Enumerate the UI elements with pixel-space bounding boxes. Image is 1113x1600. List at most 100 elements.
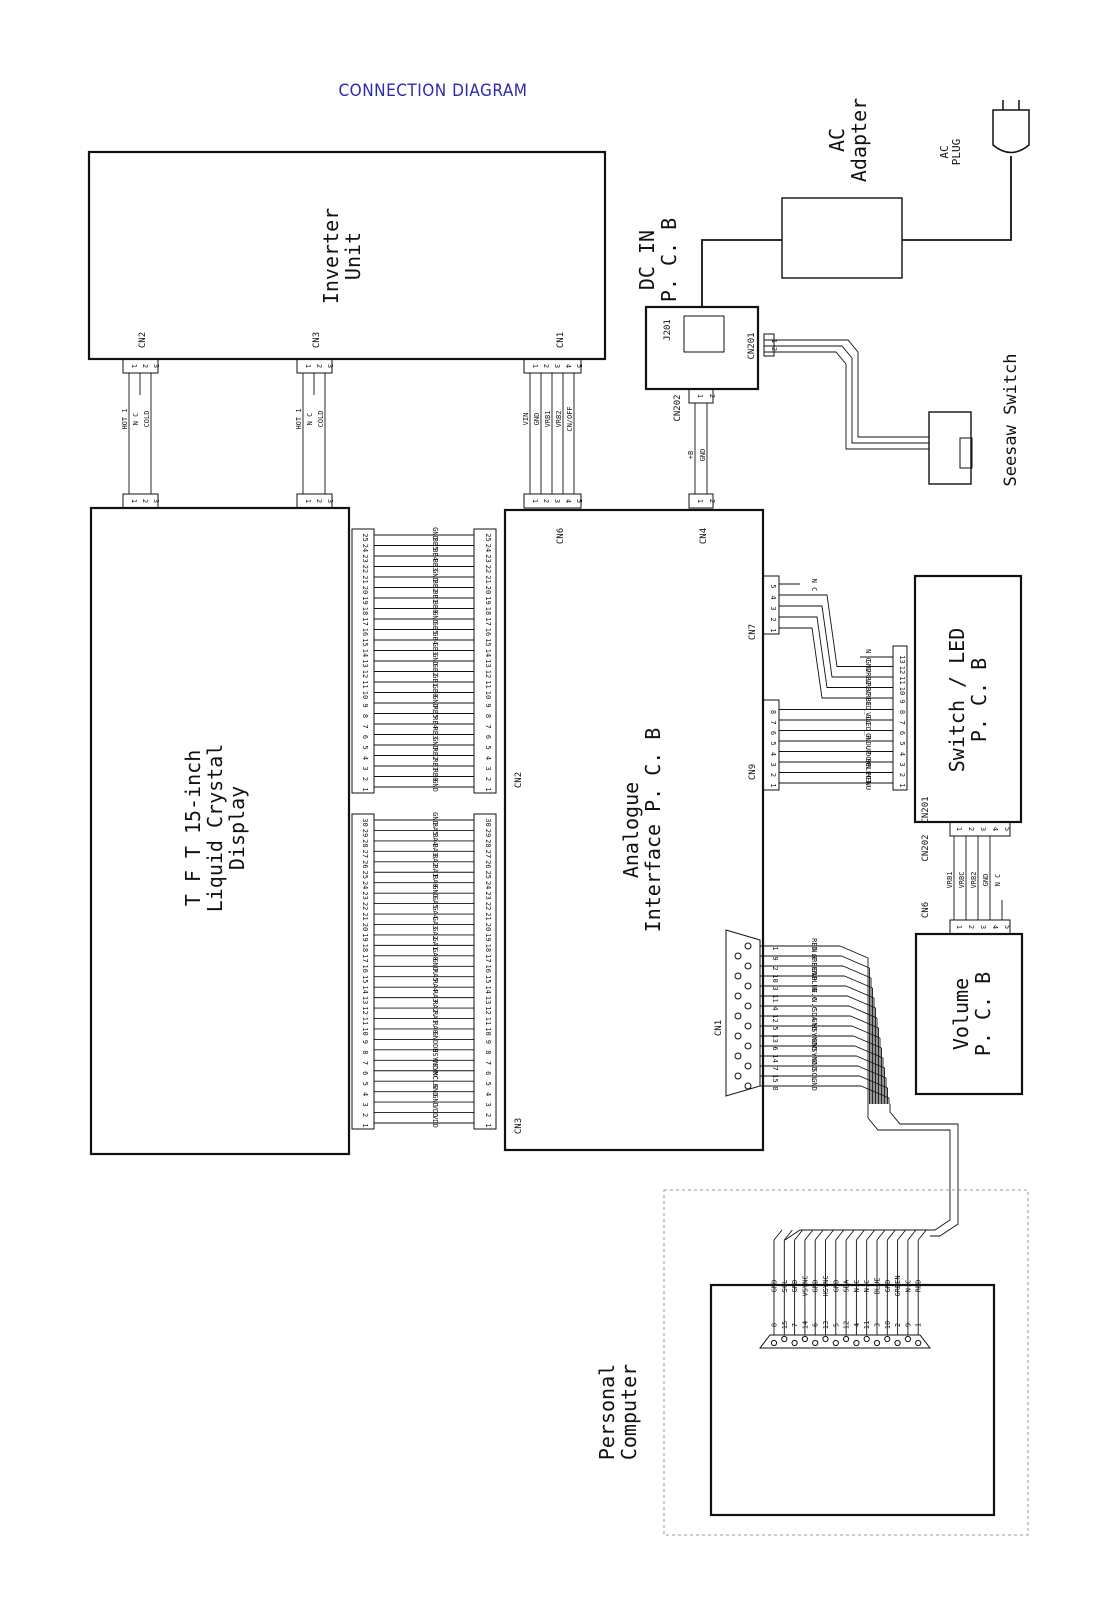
lcd-cn2-signal: GB0 — [431, 685, 439, 698]
sw-pin-number: 12 — [898, 666, 906, 674]
ai-dsub-pin-number: 2 — [771, 966, 779, 970]
pc-dsub-pin-signal: GND — [884, 1280, 892, 1293]
lcd-cn3-signal: VSYNC — [431, 1059, 439, 1080]
sw-pin-number: 5 — [898, 741, 906, 745]
lcd-cn2-pin-ai: 21 — [484, 575, 492, 583]
pc-dsub-wire — [825, 1229, 834, 1241]
ai-dsub-pin-hole — [734, 1012, 742, 1020]
lcd-cn2-pin-lcd: 1 — [361, 787, 369, 791]
pc-dsub-pin-hole — [915, 1339, 922, 1347]
lcd-cn3-pin-lcd: 23 — [361, 891, 369, 899]
lcd-cn2-pin-ai: 3 — [484, 766, 492, 770]
lcd-cn2-pin-lcd: 11 — [361, 680, 369, 688]
sw-vol-pin-top: 4 — [991, 827, 999, 831]
pc-dsub-pin-signal: N.C — [904, 1280, 912, 1293]
lcd-label-1: T F T 15-inch — [181, 750, 205, 907]
pc-dsub-pin-number: 12 — [843, 1321, 851, 1329]
lcd-cn3-pin-ai: 14 — [484, 985, 492, 993]
sw-vol-pin-top: 5 — [1003, 827, 1011, 831]
ai-dsub-pin-signal: N.C — [810, 988, 818, 1001]
ai-dsub-wire — [853, 1035, 882, 1049]
lcd-cn3-pin-lcd: 5 — [361, 1082, 369, 1086]
inv-cn3-pin-top: 1 — [304, 364, 312, 368]
lcd-cn3-pin-lcd: 8 — [361, 1050, 369, 1054]
ai-cn9-label: CN9 — [748, 764, 758, 780]
lcd-cn2-pin-lcd: 12 — [361, 670, 369, 678]
lcd-cn3-pin-ai: 16 — [484, 965, 492, 973]
lcd-cn3-signal: GA3 — [431, 917, 439, 930]
pc-label-2: Computer — [617, 1364, 641, 1460]
lcd-cn3-pin-lcd: 18 — [361, 944, 369, 952]
dc-cn201-pin: 1 — [770, 339, 778, 343]
cn9-pin: 1 — [769, 783, 777, 787]
sw-pin-number: 2 — [898, 773, 906, 777]
analogue-label-1: Analogue — [619, 782, 643, 878]
lcd-cn3-pin-lcd: 2 — [361, 1113, 369, 1117]
lcd-cn2-pin-lcd: 18 — [361, 607, 369, 615]
pc-dsub-wire — [897, 1229, 906, 1241]
sw-pin-signal: LED_G — [864, 697, 872, 718]
inv-cn2-plug-bottom — [122, 493, 159, 509]
sw-pin-number: 3 — [898, 762, 906, 766]
inv-cn2-plug-top — [122, 358, 159, 374]
lcd-cn3-signal: GA4 — [431, 906, 439, 919]
sw-pin-signal: DOWN — [864, 752, 872, 769]
lcd-cn3-pin-lcd: 29 — [361, 829, 369, 837]
inv-cn1-signal: GND — [533, 413, 541, 426]
cn9-pin: 4 — [769, 752, 777, 756]
ai-dsub-pin-hole — [734, 1052, 742, 1060]
pc-dsub-pin-number: 3 — [874, 1323, 882, 1327]
inv-cn3-plug-bottom — [296, 493, 333, 509]
lcd-cn3-pin-lcd: 22 — [361, 902, 369, 910]
cn9-pin: 5 — [769, 741, 777, 745]
inv-cn2-signal: HOT 1 — [121, 408, 129, 429]
ai-dsub-pin-signal: GND — [810, 968, 818, 981]
pc-dsub-pin-number: 1 — [915, 1323, 923, 1327]
lcd-cn2-pin-lcd: 24 — [361, 544, 369, 552]
pc-dsub-pin-number: 7 — [791, 1323, 799, 1327]
ai-dsub-pin-hole — [744, 1062, 752, 1070]
lcd-cn2-pin-ai: 15 — [484, 638, 492, 646]
lcd-cn3-pin-ai: 25 — [484, 871, 492, 879]
inv-cn1-plug-bottom — [523, 493, 582, 509]
seesaw-switch-icon — [928, 411, 972, 485]
lcd-cn3-signal: MCLK — [431, 1071, 439, 1089]
dcin-jack — [683, 315, 725, 353]
ai-dsub-pin-hole — [734, 952, 742, 960]
sw-pin-number: 13 — [898, 655, 906, 663]
vol-cn6-plug — [949, 919, 1011, 935]
sw-cn202-label: CN202 — [921, 834, 931, 861]
inv-cn1-pin-bottom: 3 — [553, 499, 561, 503]
volume-label-1: Volume — [949, 978, 973, 1050]
cn9-pin: 2 — [769, 773, 777, 777]
ai-dsub-pin-hole — [744, 942, 752, 950]
inv-cn3-pin-bottom: 3 — [326, 499, 334, 503]
lcd-cn3-pin-lcd: 11 — [361, 1017, 369, 1025]
lcd-cn3-pin-ai: 7 — [484, 1061, 492, 1065]
ai-dsub-pin-hole — [744, 1042, 752, 1050]
analogue-interface-box — [503, 508, 765, 1152]
ai-dsub-pin-signal: RED — [810, 938, 818, 951]
ai-dsub-pin-hole — [734, 1032, 742, 1040]
diagram-title: CONNECTION DIAGRAM — [338, 81, 527, 101]
ai-dsub-wire — [850, 1015, 879, 1029]
ac-plug-icon — [992, 109, 1030, 154]
cn7-nc-label: N C — [810, 579, 818, 592]
inv-cn1-pin-bottom: 2 — [542, 499, 550, 503]
ai-dsub-pin-number: 12 — [771, 1014, 779, 1022]
pc-dsub-pin-hole — [853, 1339, 860, 1347]
sw-pin-number: 4 — [898, 752, 906, 756]
cn7-pin: 2 — [769, 617, 777, 621]
sw-pin-signal: VRB2 — [864, 668, 872, 685]
ai-dsub-pin-signal: BLUE — [810, 976, 818, 993]
ai-dsub-wire — [844, 975, 873, 989]
lcd-cn2-pin-lcd: 20 — [361, 586, 369, 594]
lcd-cn2-pin-lcd: 9 — [361, 703, 369, 707]
inv-cn1-pin-bottom: 1 — [531, 499, 539, 503]
lcd-cn3-signal: HSYNC — [431, 1048, 439, 1069]
ai-dsub-pin-hole — [744, 982, 752, 990]
lcd-cn2-signal: RB3 — [431, 727, 439, 740]
cn7-plug — [762, 575, 780, 635]
